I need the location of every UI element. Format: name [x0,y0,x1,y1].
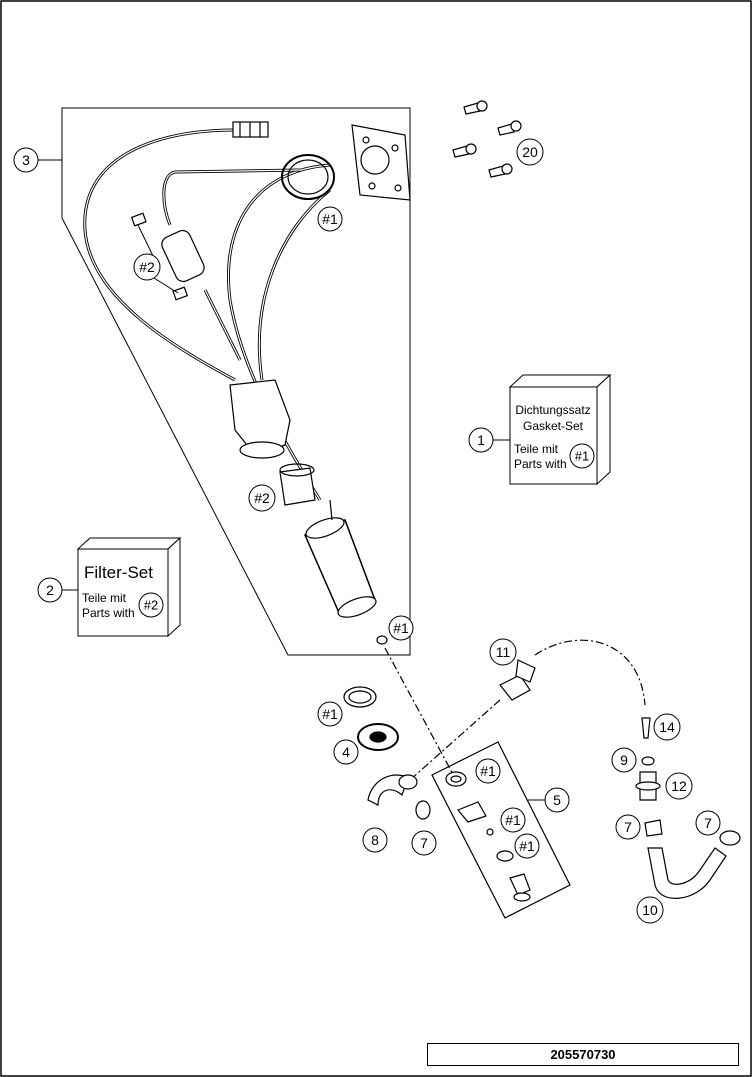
callout-7-clamp-left: 7 [420,835,428,851]
callout-4: 4 [342,744,350,760]
fuel-pump-assembly [83,121,411,645]
quick-connector [499,674,531,701]
ref-1-flange-gasket: #1 [322,211,338,227]
gasket-set-line4: Parts with [514,457,567,471]
callouts [13,138,721,924]
ref-1-bracket-o-ring: #1 [505,812,521,828]
callout-11: 11 [496,644,511,660]
gasket-set-line1: Dichtungssatz [515,403,590,417]
o-ring [641,756,655,766]
gasket-set-line2: Gasket-Set [523,419,584,433]
callout-5: 5 [553,792,561,808]
callout-14: 14 [659,719,675,735]
ref-1-bracket-seal: #1 [480,763,496,779]
ref-2-filter: #2 [139,259,155,275]
callout-3: 3 [22,152,30,168]
hose-clamp-3 [719,830,741,846]
callout-20: 20 [522,144,538,160]
connector-bracket [431,741,571,919]
ref-1-bracket-washer: #1 [519,838,535,854]
inline-filter [161,229,205,283]
gasket-set-line3: Teile mit [514,442,559,456]
screws [452,100,522,178]
callout-8: 8 [371,832,379,848]
ref-callouts [133,206,540,859]
pump-holder-ring [279,467,316,506]
filter-set-line2: Parts with [82,606,135,620]
pump-head [229,379,291,456]
gasket-set-ref: #1 [575,449,589,464]
pump-assembly-group-outline [61,107,411,656]
ref-2-holder: #2 [254,490,270,506]
callout-2: 2 [46,582,54,598]
callout-10: 10 [642,902,658,918]
filter-set-box: Filter-Set Teile mit Parts with #2 [76,536,182,638]
hose-clamp [415,800,431,820]
filter-set-line1: Teile mit [82,591,127,605]
gasket-set-box: Dichtungssatz Gasket-Set Teile mit Parts… [508,373,612,486]
pump-flange [351,124,411,201]
callout-7-clamp-center: 7 [624,819,632,835]
ref-1-seal-ring: #1 [322,706,338,722]
ref-1-pump-o-ring: #1 [393,620,409,636]
leader-lines [38,159,545,801]
callout-7-clamp-right: 7 [704,815,712,831]
hose-clamp-2 [644,819,663,837]
filter-set-ref: #2 [144,598,158,613]
filter-set-title: Filter-Set [84,563,153,582]
fuel-hose-10 [647,847,727,899]
drawing-number: 205570730 [427,1043,739,1066]
flange-gasket [281,154,335,200]
callout-9: 9 [620,752,628,768]
pin [641,717,651,739]
pump-o-ring [376,635,388,645]
callout-12: 12 [671,778,687,794]
lower-parts [343,639,741,919]
callout-1: 1 [477,432,485,448]
